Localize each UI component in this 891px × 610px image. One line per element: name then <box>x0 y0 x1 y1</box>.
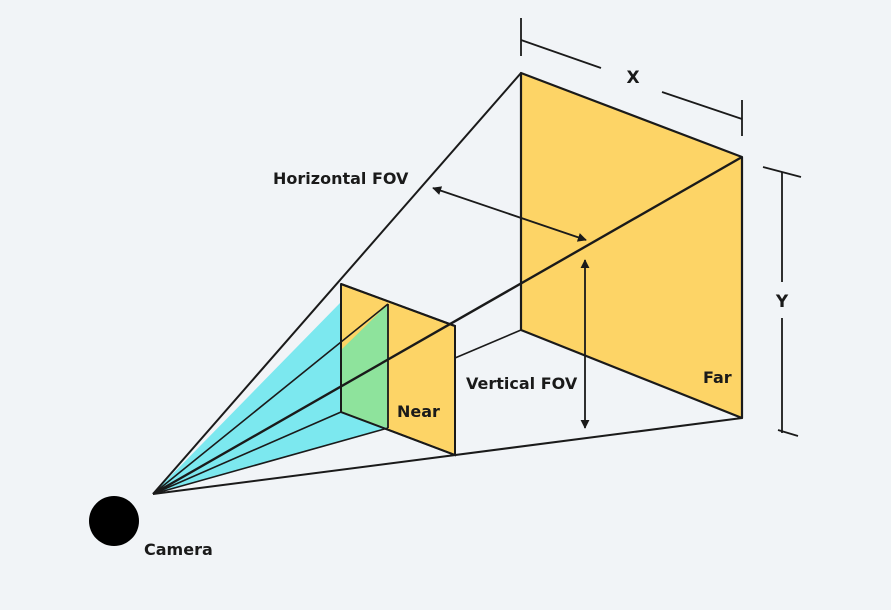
frustum-cyan-upper <box>153 302 341 494</box>
x-line-left <box>520 39 602 69</box>
far-label: Far <box>703 368 732 387</box>
frustum-green <box>341 304 388 428</box>
frustum-center-line <box>152 155 743 496</box>
near-label: Near <box>397 402 440 421</box>
x-line-right <box>661 91 743 120</box>
camera-icon <box>89 496 139 546</box>
far-bottom-link <box>454 329 522 359</box>
inner-edge-2 <box>152 411 342 495</box>
frustum-cyan-lower <box>153 412 388 494</box>
frustum-edge-bottom <box>152 417 743 495</box>
vertical-fov-label: Vertical FOV <box>466 374 578 393</box>
y-label: Y <box>775 292 789 312</box>
inner-edge-3 <box>152 427 389 495</box>
x-label: X <box>626 68 639 88</box>
inner-edge-1 <box>152 303 389 495</box>
frustum-edge-top <box>152 72 522 495</box>
camera-label: Camera <box>144 540 213 559</box>
horizontal-fov-label: Horizontal FOV <box>273 169 409 188</box>
horizontal-fov-arrow <box>432 186 587 242</box>
